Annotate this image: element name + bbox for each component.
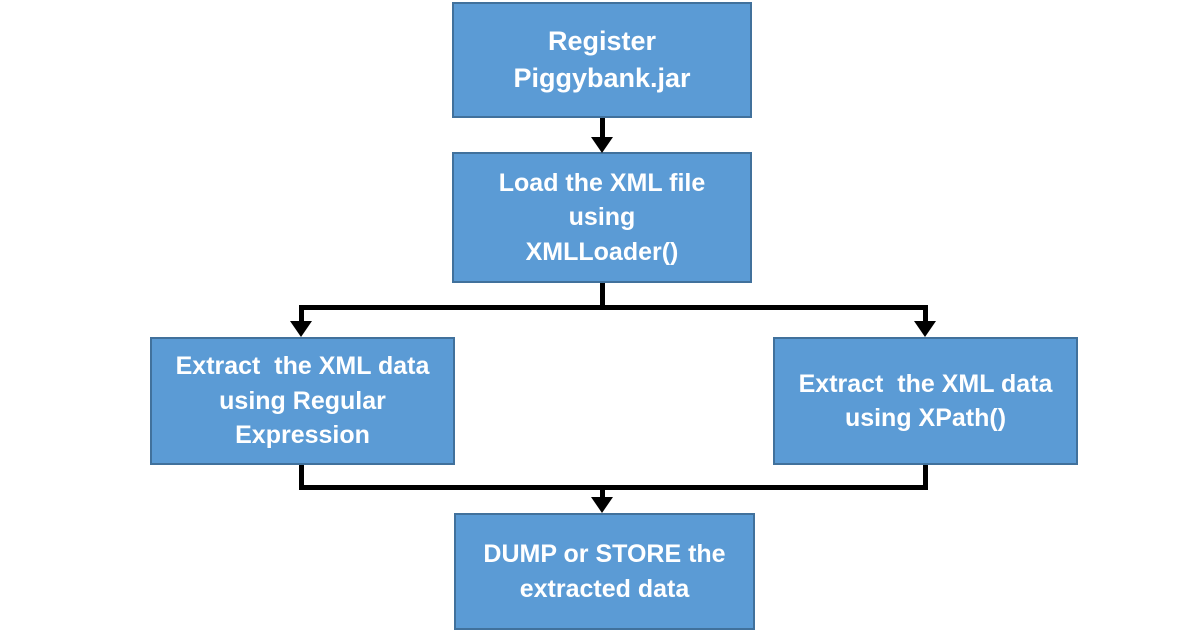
connector-merge-horizontal — [299, 485, 928, 490]
connector-register-to-load — [600, 118, 605, 140]
node-extract-regular-expression: Extract the XML data using Regular Expre… — [150, 337, 455, 465]
connector-load-branch-stem — [600, 283, 605, 310]
connector-branch-to-xpath — [923, 305, 928, 324]
arrow-down-icon — [591, 137, 613, 153]
node-dump-or-store: DUMP or STORE the extracted data — [454, 513, 755, 630]
node-register-piggybank: Register Piggybank.jar — [452, 2, 752, 118]
connector-regex-to-merge — [299, 465, 304, 490]
node-extract-xpath: Extract the XML data using XPath() — [773, 337, 1078, 465]
arrow-down-icon — [290, 321, 312, 337]
node-load-xml-file: Load the XML file using XMLLoader() — [452, 152, 752, 283]
arrow-down-icon — [914, 321, 936, 337]
connector-merge-to-dump-stem — [600, 487, 605, 499]
arrow-down-icon — [591, 497, 613, 513]
connector-xpath-to-merge — [923, 465, 928, 490]
connector-branch-to-regex — [299, 305, 304, 324]
connector-branch-horizontal — [299, 305, 928, 310]
